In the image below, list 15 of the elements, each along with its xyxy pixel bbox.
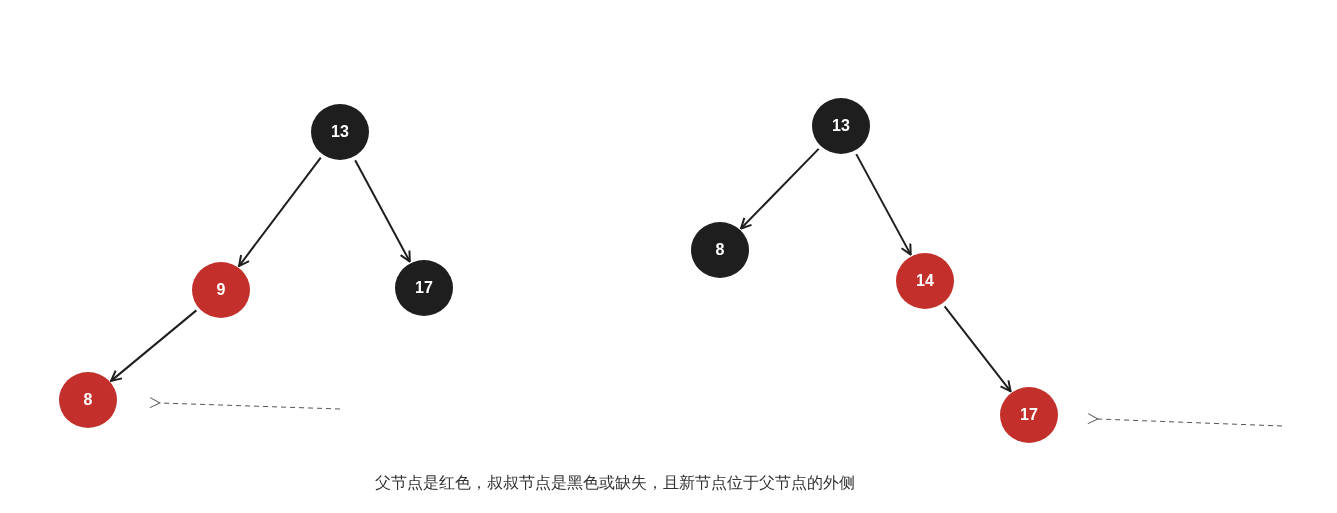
tree-node-circle: 13	[812, 98, 870, 154]
arrow	[110, 309, 198, 382]
tree-node-circle: 13	[311, 104, 369, 160]
arrow	[354, 159, 411, 263]
tree-node-circle: 17	[1000, 387, 1058, 443]
arrow	[855, 153, 912, 256]
tree-node-circle: 8	[59, 372, 117, 428]
tree-node-circle: 14	[896, 253, 954, 309]
arrow	[238, 156, 322, 268]
caption: 父节点是红色，叔叔节点是黑色或缺失，且新节点位于父节点的外侧	[374, 473, 856, 494]
arrow	[739, 147, 820, 230]
tree-node-circle: 9	[192, 262, 250, 318]
tree-node-circle: 8	[691, 222, 749, 278]
tree-node-circle: 17	[395, 260, 453, 316]
arrow	[943, 305, 1012, 393]
